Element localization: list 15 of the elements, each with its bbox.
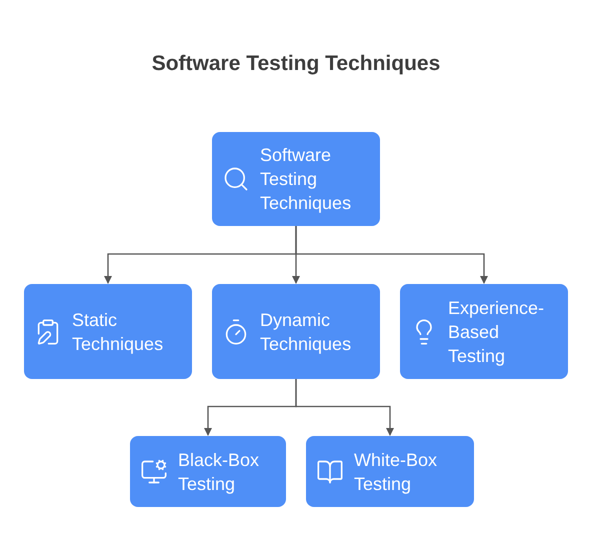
box-label: Experience-Based Testing	[448, 296, 546, 368]
box-label: Static Techniques	[72, 308, 164, 356]
process-box	[306, 436, 474, 507]
connector-arrow	[295, 226, 488, 284]
box-label: Software Testing Techniques	[260, 144, 352, 215]
process-box	[212, 284, 380, 379]
process-box	[212, 132, 380, 226]
process-box	[24, 284, 192, 379]
box-label: Black-Box Testing	[178, 448, 260, 496]
process-box	[400, 284, 568, 379]
box-label: White-Box Testing	[354, 448, 438, 496]
process-box	[130, 436, 286, 507]
connector-arrow	[295, 379, 394, 436]
box-label: Dynamic Techniques	[260, 308, 352, 356]
diagram-title: Software Testing Techniques	[150, 52, 442, 76]
